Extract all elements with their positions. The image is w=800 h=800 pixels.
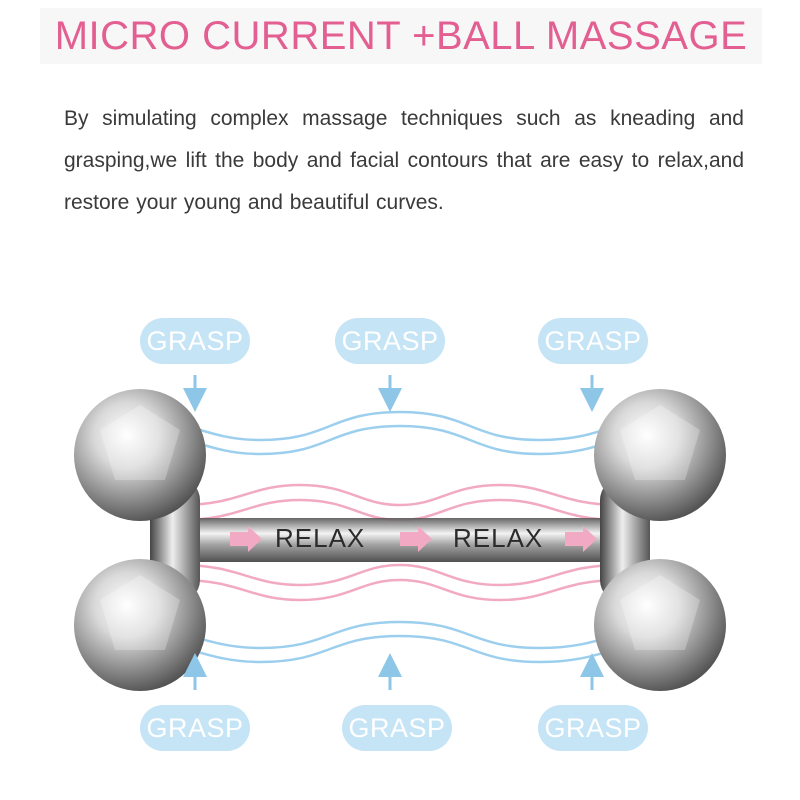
roller-ball-bottom-left [74,559,206,691]
grasp-label-bottom-3: GRASP [538,705,648,751]
grasp-label-top-1: GRASP [140,318,250,364]
description-text: By simulating complex massage techniques… [64,107,744,214]
up-arrows [183,653,604,690]
right-arrow-icon [230,526,262,552]
relax-label-1: RELAX [275,523,366,553]
roller-ball-bottom-right [594,559,726,691]
page-title: MICRO CURRENT +BALL MASSAGE [54,13,748,58]
down-arrows [183,375,604,412]
roller-ball-top-left [74,389,206,521]
relax-arrows [230,526,597,552]
right-roller-head [594,389,726,691]
grasp-label-top-3: GRASP [538,318,648,364]
grasp-label-bottom-1: GRASP [140,705,250,751]
title-banner: MICRO CURRENT +BALL MASSAGE [40,8,762,64]
grasp-label-top-2: GRASP [335,318,445,364]
right-arrow-icon [565,526,597,552]
relax-label-2: RELAX [453,523,544,553]
right-arrow-icon [400,526,432,552]
roller-ball-top-right [594,389,726,521]
left-roller-head [74,389,206,691]
grasp-label-bottom-2: GRASP [342,705,452,751]
